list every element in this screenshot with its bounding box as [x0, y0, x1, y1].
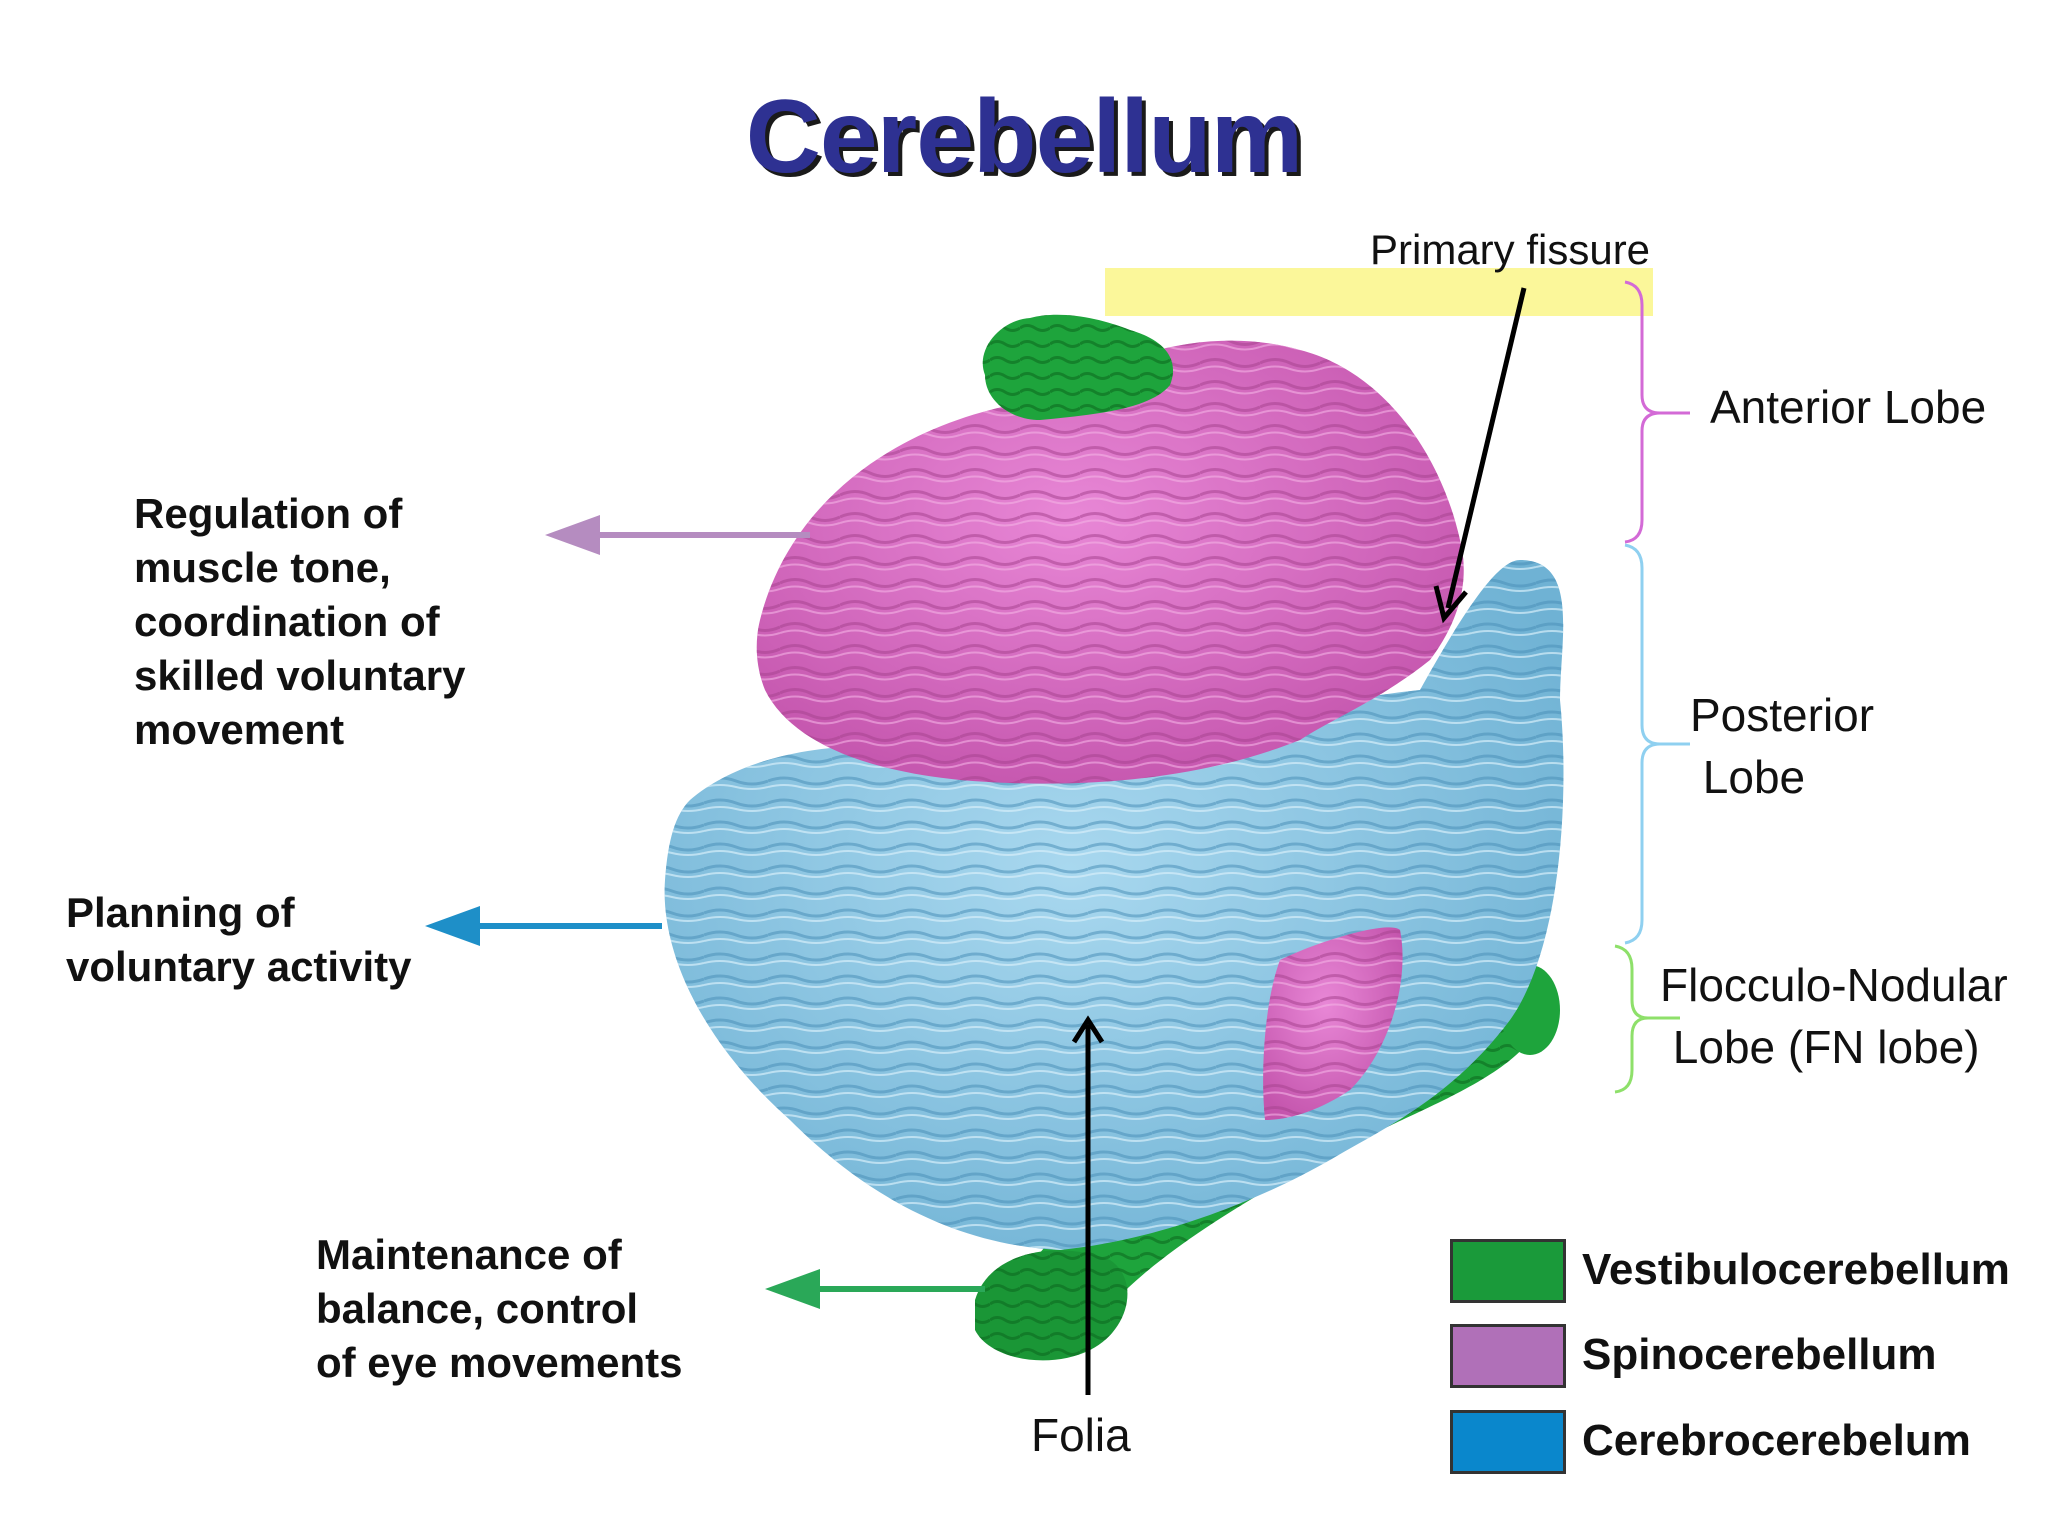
vestibulo-function-label: Maintenance of balance, control of eye m… [316, 1231, 683, 1386]
cerebro-function-label: Planning of voluntary activity [66, 889, 412, 990]
cerebro-arrow [425, 906, 662, 946]
primary-fissure-label: Primary fissure [1370, 226, 1651, 273]
spino-arrow [545, 515, 810, 555]
folia-label: Folia [1031, 1409, 1131, 1461]
legend-swatch [1450, 1410, 1566, 1474]
legend-label: Vestibulocerebellum [1582, 1245, 2010, 1294]
fn-lobe-label: Flocculo-Nodular Lobe (FN lobe) [1660, 959, 2008, 1073]
vestibulo-knob [982, 314, 1174, 420]
posterior-bracket [1624, 543, 1690, 945]
vestibulo-arrow [765, 1269, 985, 1309]
page-title: Cerebellum [745, 79, 1303, 195]
legend-swatch [1450, 1324, 1566, 1388]
posterior-lobe-label: Posterior Lobe [1690, 689, 1875, 803]
primary-fissure-pointer [1433, 287, 1527, 624]
primary-fissure-highlight [1105, 268, 1653, 316]
legend-label: Cerebrocerebelum [1582, 1416, 1971, 1465]
anterior-lobe-label: Anterior Lobe [1710, 381, 1987, 433]
spino-function-label: Regulation of muscle tone, coordination … [134, 490, 466, 753]
legend-label: Spinocerebellum [1582, 1330, 1937, 1379]
fn-bracket [1614, 944, 1680, 1094]
folia-pointer [1071, 1015, 1105, 1395]
legend-swatch [1450, 1239, 1566, 1303]
anterior-lobe [756, 340, 1464, 1120]
anterior-bracket [1624, 280, 1690, 544]
